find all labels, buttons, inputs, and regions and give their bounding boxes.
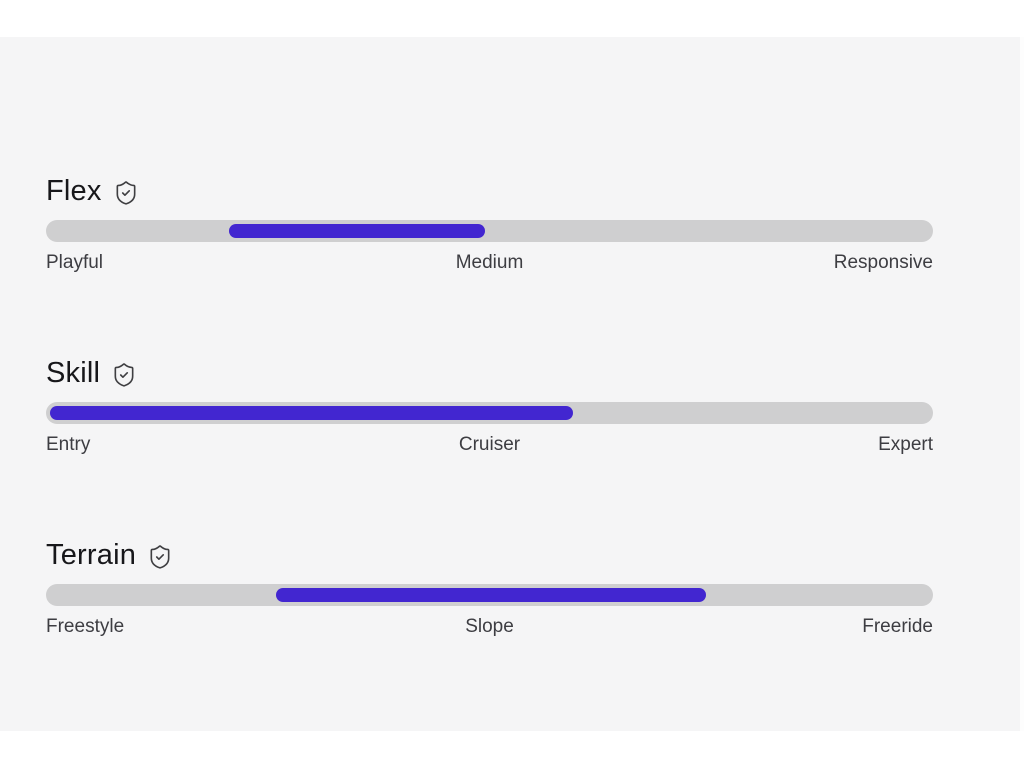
terrain-slider-track xyxy=(46,584,933,606)
shield-check-icon xyxy=(147,544,173,570)
terrain-label-mid: Slope xyxy=(465,616,514,637)
flex-label-min: Playful xyxy=(46,252,104,273)
scrollbar-gutter xyxy=(1020,37,1024,731)
terrain-header: Terrain xyxy=(46,538,933,573)
skill-header: Skill xyxy=(46,356,933,391)
skill-slider-fill xyxy=(50,406,573,420)
terrain-title: Terrain xyxy=(46,539,137,571)
skill-label-max: Expert xyxy=(878,434,933,455)
flex-label-mid: Medium xyxy=(455,252,524,273)
slider-row-flex: Flex Playful Medium Responsive xyxy=(46,174,933,275)
flex-label-max: Responsive xyxy=(833,252,933,273)
shield-check-icon xyxy=(113,180,139,206)
skill-title: Skill xyxy=(46,357,101,389)
slider-row-terrain: Terrain Freestyle Slope Freeride xyxy=(46,538,933,639)
terrain-label-min: Freestyle xyxy=(46,616,125,637)
skill-label-min: Entry xyxy=(46,434,91,455)
terrain-label-max: Freeride xyxy=(862,616,933,637)
skill-labels: Entry Cruiser Expert xyxy=(46,432,933,457)
skill-label-mid: Cruiser xyxy=(458,434,521,455)
flex-slider-track xyxy=(46,220,933,242)
slider-row-skill: Skill Entry Cruiser Expert xyxy=(46,356,933,457)
shield-check-icon xyxy=(111,362,137,388)
flex-labels: Playful Medium Responsive xyxy=(46,250,933,275)
flex-header: Flex xyxy=(46,174,933,209)
spec-panel: Flex Playful Medium Responsive Skill xyxy=(0,37,1024,731)
flex-slider-fill xyxy=(228,224,486,238)
skill-slider-track xyxy=(46,402,933,424)
flex-title: Flex xyxy=(46,175,102,207)
terrain-labels: Freestyle Slope Freeride xyxy=(46,614,933,639)
terrain-slider-fill xyxy=(275,588,706,602)
